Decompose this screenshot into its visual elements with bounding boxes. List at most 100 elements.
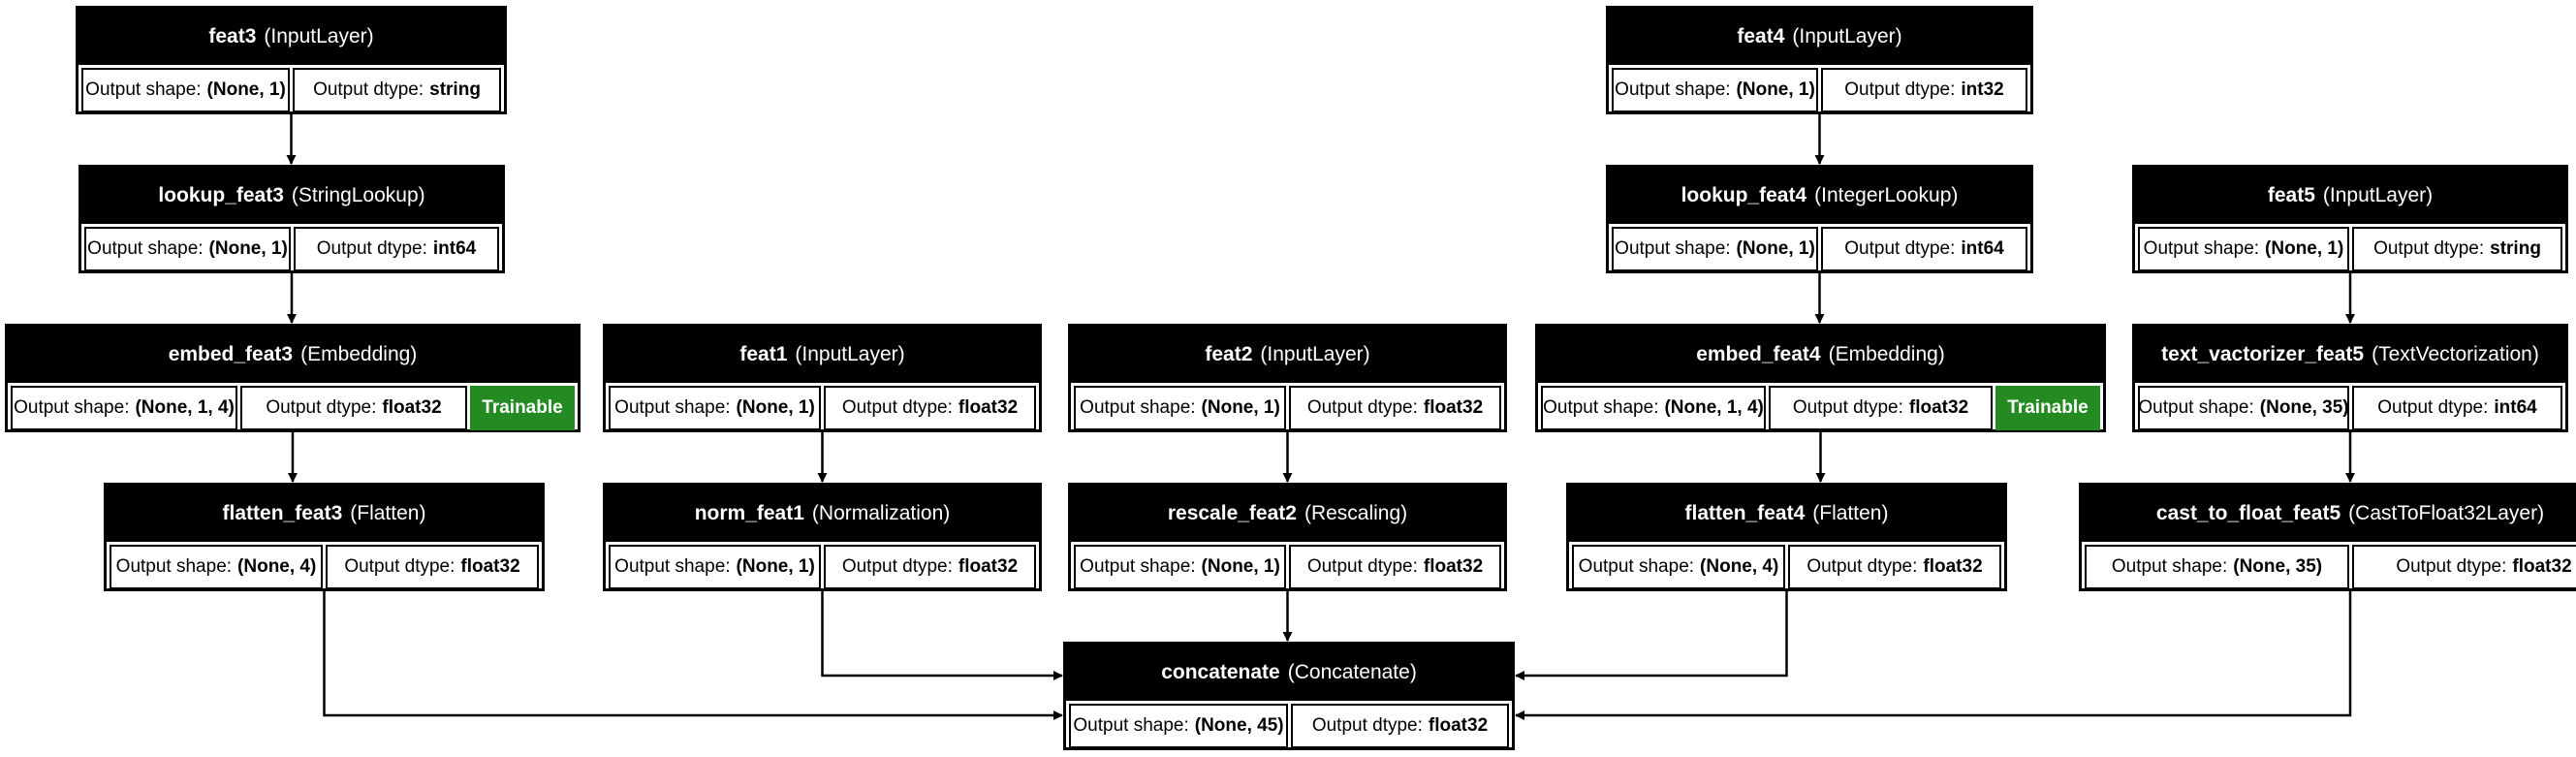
output-dtype-cell-label: Output dtype: [1844,79,1956,100]
layer-name: lookup_feat3 [158,184,284,206]
trainable-badge: Trainable [470,386,575,430]
layer-type: (CastToFloat32Layer) [2348,502,2545,524]
output-dtype-cell-value: string [2490,238,2541,259]
layer-info-row: Output shape:(None, 1)Output dtype:float… [1071,386,1504,433]
output-dtype-cell-value: float32 [2512,556,2572,577]
output-shape-cell-value: (None, 1) [736,397,815,418]
edge-cast-to-float-feat5-to-concatenate [1515,591,2352,720]
layer-title: feat1(InputLayer) [606,327,1039,383]
output-dtype-cell-label: Output dtype: [313,79,424,100]
output-dtype-cell-value: int64 [432,238,477,259]
output-shape-cell-label: Output shape: [85,79,202,100]
output-shape-cell: Output shape:(None, 1) [2138,227,2349,271]
output-shape-cell: Output shape:(None, 1) [609,386,821,430]
output-dtype-cell: Output dtype:int32 [1821,68,2027,112]
layer-type: (InputLayer) [1260,343,1370,365]
output-dtype-cell-label: Output dtype: [1306,397,1418,418]
output-shape-cell: Output shape:(None, 1) [1612,227,1818,271]
output-shape-cell: Output shape:(None, 45) [1069,704,1288,748]
layer-node-feat1: feat1(InputLayer)Output shape:(None, 1)O… [603,324,1042,432]
output-shape-cell-value: (None, 1) [208,238,288,259]
output-shape-cell-value: (None, 4) [1700,556,1779,577]
layer-title: flatten_feat3(Flatten) [107,486,542,542]
output-shape-cell-label: Output shape: [1543,397,1659,418]
layer-title: feat3(InputLayer) [79,9,504,65]
layer-node-rescale-feat2: rescale_feat2(Rescaling)Output shape:(No… [1068,483,1507,591]
layer-title: rescale_feat2(Rescaling) [1071,486,1504,542]
layer-info-row: Output shape:(None, 1) Output dtype:float… [606,545,1039,592]
output-dtype-cell: Output dtype:int64 [2352,386,2562,430]
output-shape-cell-label: Output shape: [1615,79,1731,100]
layer-title: embed_feat4(Embedding) [1538,327,2103,383]
output-shape-cell: Output shape:(None, 35) [2138,386,2349,430]
output-dtype-cell-label: Output dtype: [1792,397,1903,418]
edge-flatten-feat3-to-concatenate [323,591,1063,720]
layer-info-row: Output shape:(None, 45)Output dtype:floa… [1066,704,1512,751]
layer-type: (Embedding) [300,343,418,365]
output-dtype-cell-label: Output dtype: [1806,556,1918,577]
output-shape-cell-value: (None, 1) [1736,238,1815,259]
layer-info-row: Output shape:(None, 4)Output dtype:float… [1569,545,2004,592]
output-dtype-cell: Output dtype:int64 [294,227,499,271]
layer-node-norm-feat1: norm_feat1(Normalization)Output shape:(N… [603,483,1042,591]
layer-node-feat3: feat3(InputLayer)Output shape:(None, 1)O… [76,6,507,114]
layer-title: cast_to_float_feat5 (CastToFloat32Layer) [2082,486,2576,542]
output-dtype-cell-label: Output dtype: [841,556,953,577]
layer-info-row: Output shape:(None, 1)Output dtype:float… [606,386,1039,433]
layer-title: norm_feat1(Normalization) [606,486,1039,542]
output-dtype-cell-label: Output dtype: [2373,238,2485,259]
layer-node-lookup-feat3: lookup_feat3(StringLookup)Output shape:(… [79,165,505,273]
layer-info-row: Output shape:(None, 1)Output dtype:strin… [79,68,504,115]
output-shape-cell-label: Output shape: [1080,397,1196,418]
layer-title: lookup_feat4(IntegerLookup) [1609,168,2030,224]
layer-type: (InputLayer) [264,25,374,47]
layer-title: flatten_feat4(Flatten) [1569,486,2004,542]
output-shape-cell-label: Output shape: [614,556,731,577]
output-shape-cell-value: (None, 35) [2233,556,2323,577]
layer-name: feat5 [2267,184,2315,206]
output-shape-cell: Output shape:(None, 35) [2085,545,2349,589]
layer-info-row: Output shape:(None, 1) Output dtype:int64 [81,227,502,274]
output-shape-cell-value: (None, 1) [736,556,815,577]
layer-type: (Flatten) [350,502,426,524]
output-shape-cell-label: Output shape: [115,556,233,577]
layer-type: (Flatten) [1812,502,1889,524]
output-shape-cell-label: Output shape: [87,238,204,259]
output-shape-cell-value: (None, 1) [1201,397,1280,418]
layer-name: embed_feat3 [168,343,294,365]
output-shape-cell: Output shape:(None, 1, 4) [1541,386,1766,430]
layer-node-flatten-feat3: flatten_feat3(Flatten)Output shape:(None… [104,483,545,591]
layer-name: concatenate [1161,661,1280,683]
output-dtype-cell: Output dtype:float32 [1289,545,1501,589]
layer-node-text-vactorizer-feat5: text_vactorizer_feat5(TextVectorization)… [2132,324,2568,432]
output-shape-cell: Output shape:(None, 1) [1074,545,1286,589]
edge-norm-feat1-to-concatenate [821,591,1063,680]
output-dtype-cell-value: float32 [460,556,520,577]
layer-info-row: Output shape:(None, 1, 4)Output dtype:fl… [1538,386,2103,433]
output-dtype-cell: Output dtype:float32 [240,386,467,430]
output-dtype-cell: Output dtype:float32 [824,545,1036,589]
output-shape-cell-label: Output shape: [2143,238,2260,259]
output-dtype-cell-label: Output dtype: [2377,397,2489,418]
layer-node-embed-feat4: embed_feat4(Embedding)Output shape:(None… [1535,324,2106,432]
layer-type: (InputLayer) [795,343,905,365]
layer-name: cast_to_float_feat5 [2155,502,2341,524]
layer-type: (InputLayer) [2322,184,2434,206]
output-dtype-cell-value: int32 [1961,79,2004,100]
layer-name: rescale_feat2 [1167,502,1297,524]
layer-node-cast-to-float-feat5: cast_to_float_feat5 (CastToFloat32Layer) O… [2079,483,2576,591]
layer-info-row: Output shape:(None, 35)Output dtype:floa… [2082,545,2576,592]
output-shape-cell-value: (None, 1) [1201,556,1280,577]
output-dtype-cell-value: string [429,79,481,100]
layer-type: (Embedding) [1828,343,1945,365]
trainable-badge: Trainable [1995,386,2100,430]
output-dtype-cell-label: Output dtype: [1306,556,1418,577]
layer-title: text_vactorizer_feat5(TextVectorization) [2135,327,2565,383]
layer-title: embed_feat3 (Embedding) [8,327,578,383]
output-dtype-cell: Output dtype:float32 [1289,386,1501,430]
output-dtype-cell-value: float32 [1923,556,1983,577]
output-shape-cell-value: (None, 1) [1736,79,1815,100]
output-shape-cell: Output shape:(None, 1) [1074,386,1286,430]
output-shape-cell-label: Output shape: [1080,556,1196,577]
